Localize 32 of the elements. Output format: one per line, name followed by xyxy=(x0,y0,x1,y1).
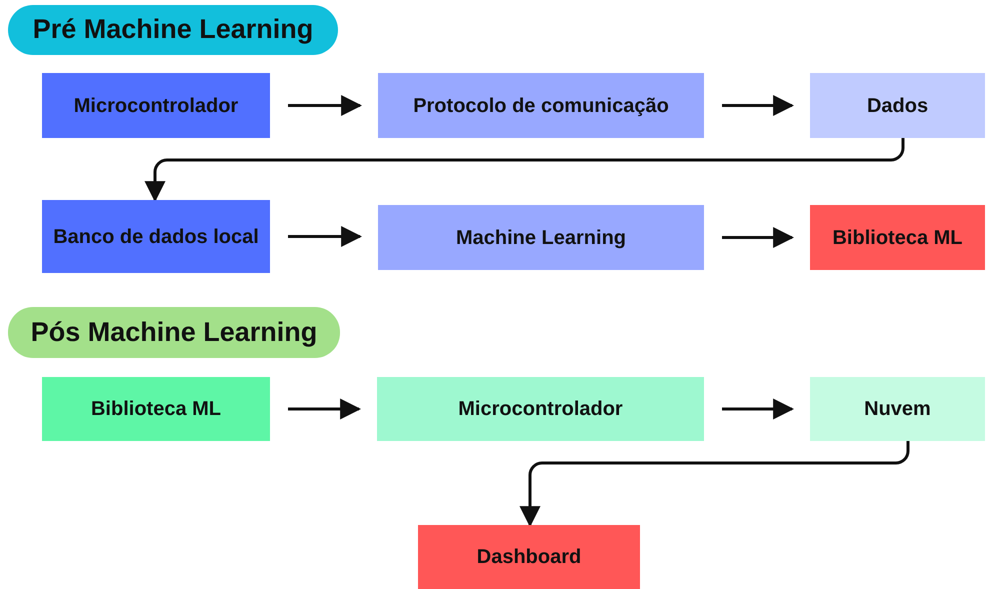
box-label: Dashboard xyxy=(476,545,582,570)
box-label: Microcontrolador xyxy=(458,397,623,422)
process-box xyxy=(810,205,985,270)
process-box xyxy=(42,377,270,441)
arrow xyxy=(288,398,362,420)
section-heading-pill xyxy=(8,5,338,55)
box-label: Dados xyxy=(866,94,928,118)
process-box xyxy=(810,377,985,441)
process-box xyxy=(377,377,704,441)
box-label: Machine Learning xyxy=(456,226,626,250)
process-box xyxy=(418,525,640,589)
arrow xyxy=(288,226,362,247)
box-label: Banco de dados local xyxy=(53,224,259,250)
arrow xyxy=(722,95,794,116)
process-box xyxy=(42,73,270,138)
arrow xyxy=(722,398,794,420)
box-label: Biblioteca ML xyxy=(832,226,962,250)
process-box xyxy=(42,200,270,273)
box-label: Biblioteca ML xyxy=(90,397,221,422)
process-box xyxy=(810,73,985,138)
arrow xyxy=(144,138,904,202)
arrow xyxy=(722,227,794,248)
box-label: Pós Machine Learning xyxy=(30,316,318,349)
box-label: Microcontrolador xyxy=(74,94,238,118)
box-label: Nuvem xyxy=(864,397,931,422)
process-box xyxy=(378,73,704,138)
process-box xyxy=(378,205,704,270)
section-heading-pill xyxy=(8,307,340,358)
box-label: Pré Machine Learning xyxy=(32,13,314,46)
arrow xyxy=(288,95,362,116)
box-label: Protocolo de comunicação xyxy=(413,94,669,118)
arrow xyxy=(520,441,910,528)
